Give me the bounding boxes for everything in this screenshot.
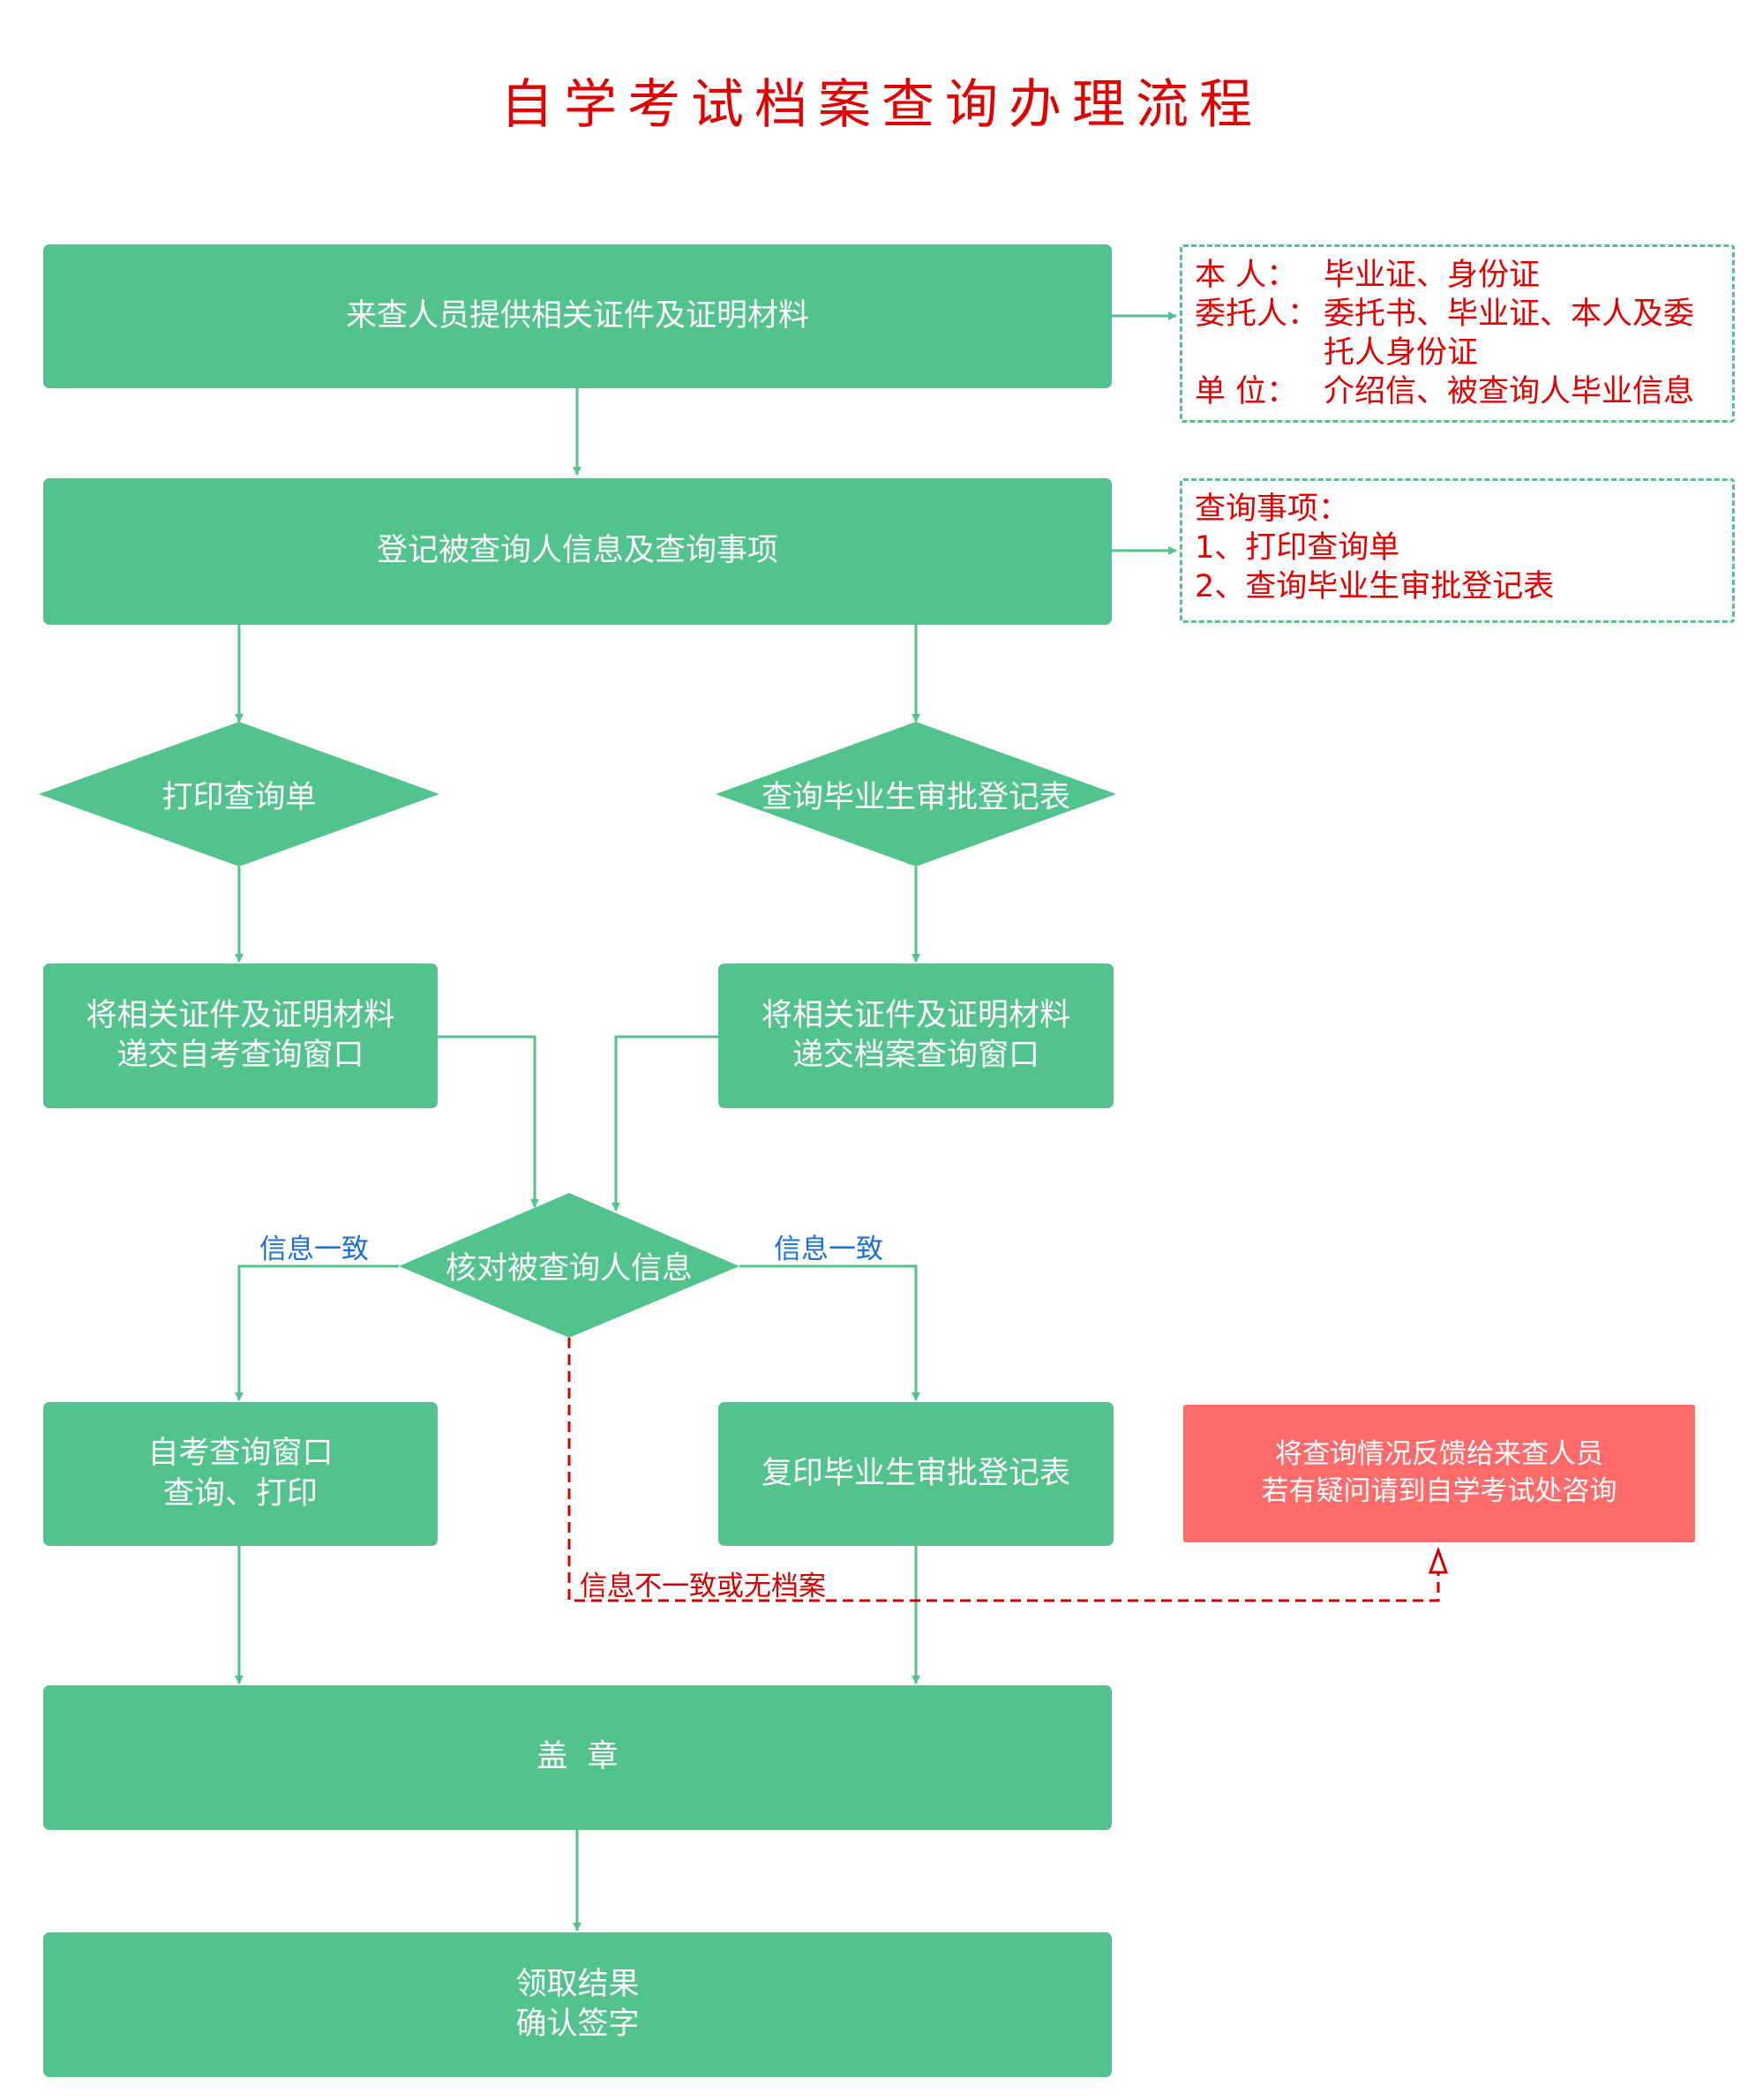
step-self-window-print-line-1: 自考查询窗口 — [147, 1436, 334, 1471]
step-submit-archive-window-line-1: 将相关证件及证明材料 — [761, 997, 1070, 1033]
feedback-line-1: 将查询情况反馈给来查人员 — [1275, 1438, 1603, 1471]
step-self-window-print-line-2: 查询、打印 — [162, 1475, 318, 1511]
query-items-heading: 查询事项： — [1195, 491, 1350, 527]
arrow-verify-to-self-window — [235, 1264, 399, 1401]
step-submit-self-window-line-2: 递交自考查询窗口 — [116, 1038, 364, 1073]
step-register-label: 登记被查询人信息及查询事项 — [376, 533, 778, 569]
decision-print-query-label: 打印查询单 — [161, 779, 317, 815]
step-stamp: 盖 章 — [43, 1685, 1112, 1830]
arrow-archive-submit-to-verify — [611, 1035, 718, 1211]
step-submit-self-window-line-1: 将相关证件及证明材料 — [86, 997, 395, 1033]
decision-query-approval — [716, 722, 1116, 866]
required-docs-trustee-cont: 托人身份证 — [1195, 334, 1720, 372]
step-provide-docs: 来查人员提供相关证件及证明材料 — [43, 244, 1112, 388]
step-submit-archive-window: 将相关证件及证明材料 递交档案查询窗口 — [718, 964, 1114, 1108]
page-title: 自学考试档案查询办理流程 — [500, 74, 1263, 136]
arrow-self-submit-to-verify — [438, 1035, 539, 1208]
decision-print-query — [39, 722, 439, 866]
required-docs-unit: 单 位： 介绍信、被查询人毕业信息 — [1195, 372, 1720, 411]
step-collect: 领取结果 确认签字 — [43, 1932, 1112, 2077]
step-provide-docs-label: 来查人员提供相关证件及证明材料 — [345, 297, 809, 334]
step-register: 登记被查询人信息及查询事项 — [43, 478, 1112, 625]
feedback-line-2: 若有疑问请到自学考试处咨询 — [1261, 1475, 1617, 1507]
step-copy-approval-label: 复印毕业生审批登记表 — [761, 1455, 1070, 1491]
decision-verify-label: 核对被查询人信息 — [445, 1250, 693, 1286]
step-collect-line-1: 领取结果 — [515, 1966, 640, 2002]
required-docs-trustee-value-1: 委托书、毕业证、本人及委 — [1324, 296, 1695, 332]
edge-label-match-left: 信息一致 — [259, 1234, 369, 1265]
edge-label-mismatch: 信息不一致或无档案 — [580, 1571, 826, 1602]
step-self-window-print: 自考查询窗口 查询、打印 — [43, 1402, 438, 1546]
query-items-note: 查询事项： 1、打印查询单 2、查询毕业生审批登记表 — [1180, 478, 1735, 623]
query-item-1: 1、打印查询单 — [1195, 530, 1400, 566]
required-docs-unit-value: 介绍信、被查询人毕业信息 — [1324, 374, 1695, 409]
required-docs-trustee: 委托人：委托书、毕业证、本人及委 — [1195, 295, 1720, 334]
required-docs-trustee-label: 委托人： — [1195, 296, 1319, 332]
step-collect-line-2: 确认签字 — [515, 2006, 640, 2042]
decision-verify-info — [399, 1193, 739, 1338]
step-stamp-label: 盖 章 — [536, 1739, 619, 1775]
step-copy-approval: 复印毕业生审批登记表 — [718, 1402, 1114, 1546]
required-docs-self-value: 毕业证、身份证 — [1324, 258, 1541, 293]
required-docs-self: 本 人： 毕业证、身份证 — [1195, 256, 1720, 295]
step-submit-self-window: 将相关证件及证明材料 递交自考查询窗口 — [43, 964, 438, 1108]
required-docs-trustee-value-2: 托人身份证 — [1324, 335, 1479, 371]
decision-query-approval-label: 查询毕业生审批登记表 — [761, 779, 1070, 815]
decision-verify-text: 核对被查询人信息 — [399, 1193, 739, 1338]
step-submit-archive-window-line-2: 递交档案查询窗口 — [791, 1038, 1039, 1073]
decision-print-query-text: 打印查询单 — [39, 722, 439, 866]
query-item-2: 2、查询毕业生审批登记表 — [1195, 569, 1555, 604]
required-docs-unit-label: 单 位： — [1195, 374, 1298, 409]
required-docs-self-label: 本 人： — [1195, 258, 1298, 293]
arrow-verify-mismatch-to-feedback — [567, 1338, 1440, 1602]
arrow-verify-to-copy-approval — [739, 1264, 920, 1401]
required-docs-note: 本 人： 毕业证、身份证 委托人：委托书、毕业证、本人及委 托人身份证 单 位： 介… — [1180, 244, 1735, 423]
edge-label-match-right: 信息一致 — [774, 1234, 883, 1265]
decision-query-approval-text: 查询毕业生审批登记表 — [716, 722, 1116, 866]
open-arrowhead-feedback — [1428, 1546, 1449, 1574]
feedback-box: 将查询情况反馈给来查人员 若有疑问请到自学考试处咨询 — [1183, 1405, 1695, 1542]
